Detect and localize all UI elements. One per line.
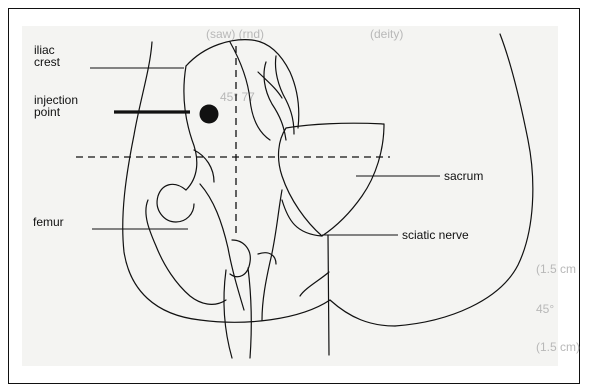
femur-leg-left: [224, 270, 232, 358]
sciatic-nerve-label: sciatic nerve: [402, 229, 469, 241]
sacrum-label: sacrum: [444, 170, 483, 182]
sciatic-nerve: [262, 190, 282, 320]
femur-shaft-outline: [146, 200, 226, 304]
vessel-line: [258, 72, 282, 98]
femur-label: femur: [33, 216, 64, 228]
gluteal-cleft: [328, 235, 329, 355]
ilium-inner-edge: [184, 66, 197, 190]
femur-shaft-inner: [200, 184, 244, 310]
iliac-crest-label: iliac crest: [34, 44, 60, 68]
sacrum-outline: [279, 123, 384, 236]
femur-neck-lines: [258, 253, 276, 264]
gluteal-cleft-branch: [300, 272, 329, 296]
vessel-line: [275, 56, 294, 134]
right-buttock-bottom: [330, 300, 395, 326]
femur-leg-right: [248, 268, 251, 358]
injection-point-label: injection point: [34, 94, 78, 118]
left-body-contour: [123, 42, 200, 320]
injection-point-dot: [200, 105, 219, 124]
femur-head-outline: [157, 184, 194, 222]
ilium-wing-curve: [230, 42, 270, 140]
vessel-line: [264, 62, 286, 140]
